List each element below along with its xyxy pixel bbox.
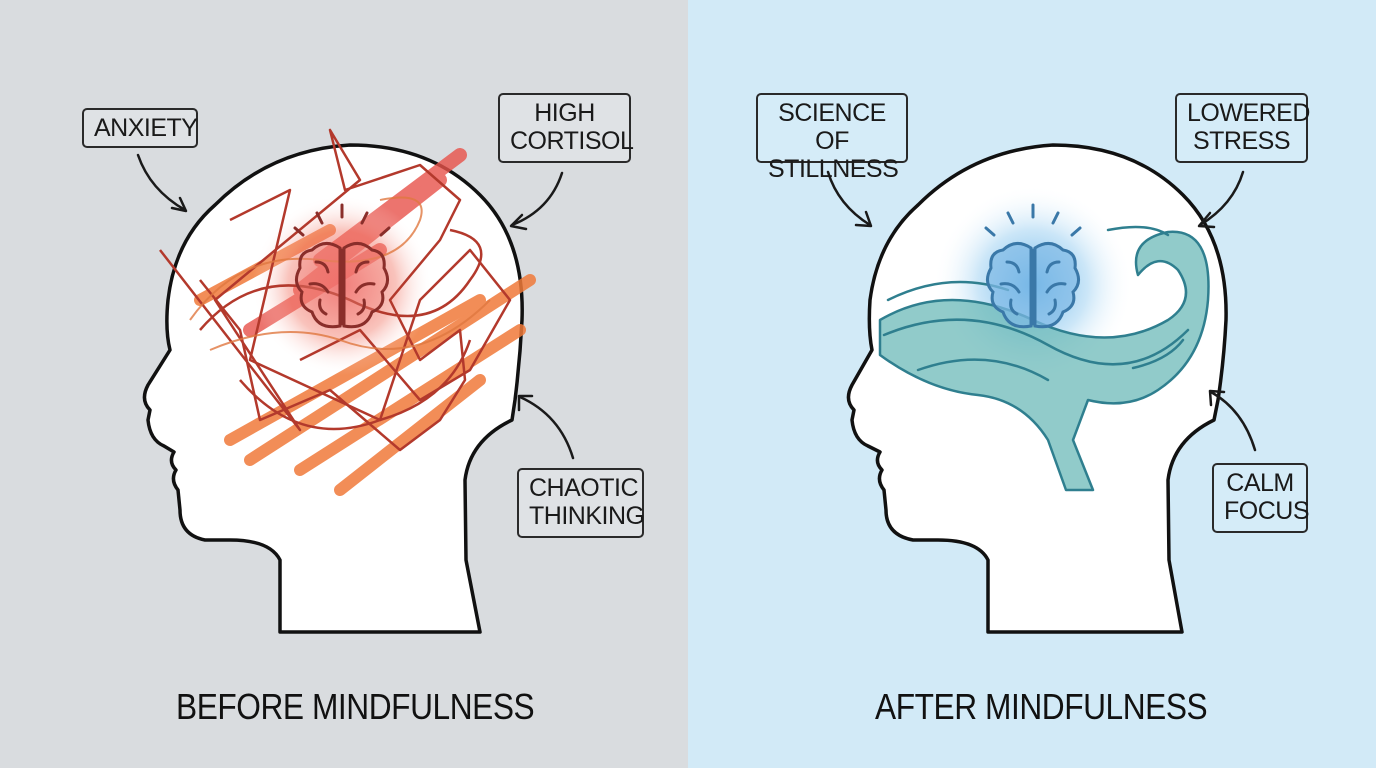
label-anxiety: ANXIETY	[82, 108, 198, 148]
brain-icon	[293, 203, 391, 329]
label-chaotic-thinking: CHAOTIC THINKING	[517, 468, 645, 538]
before-panel: ANXIETY HIGH CORTISOL CHAOTIC THINKING B…	[0, 0, 688, 768]
label-lowered-stress: LOWERED STRESS	[1175, 93, 1310, 163]
scribble-chaos-icon	[159, 128, 536, 496]
after-panel: SCIENCE OF STILLNESS LOWERED STRESS CALM…	[688, 0, 1376, 768]
arrow-stillness-icon	[826, 170, 872, 227]
wave-icon	[878, 225, 1210, 492]
brain-icon	[984, 203, 1082, 329]
label-calm-focus: CALM FOCUS	[1212, 463, 1310, 533]
arrow-cortisol-icon	[510, 171, 564, 227]
arrow-stress-icon	[1198, 170, 1245, 227]
label-high-cortisol: HIGH CORTISOL	[498, 93, 634, 163]
arrow-calm-icon	[1209, 390, 1257, 452]
before-caption: BEFORE MINDFULNESS	[176, 686, 535, 727]
after-illustration	[826, 143, 1257, 634]
label-science-of-stillness: SCIENCE OF STILLNESS	[756, 93, 908, 183]
arrow-anxiety-icon	[136, 153, 187, 212]
before-illustration	[136, 128, 575, 634]
arrow-chaotic-icon	[518, 395, 575, 460]
after-caption: AFTER MINDFULNESS	[875, 686, 1208, 727]
